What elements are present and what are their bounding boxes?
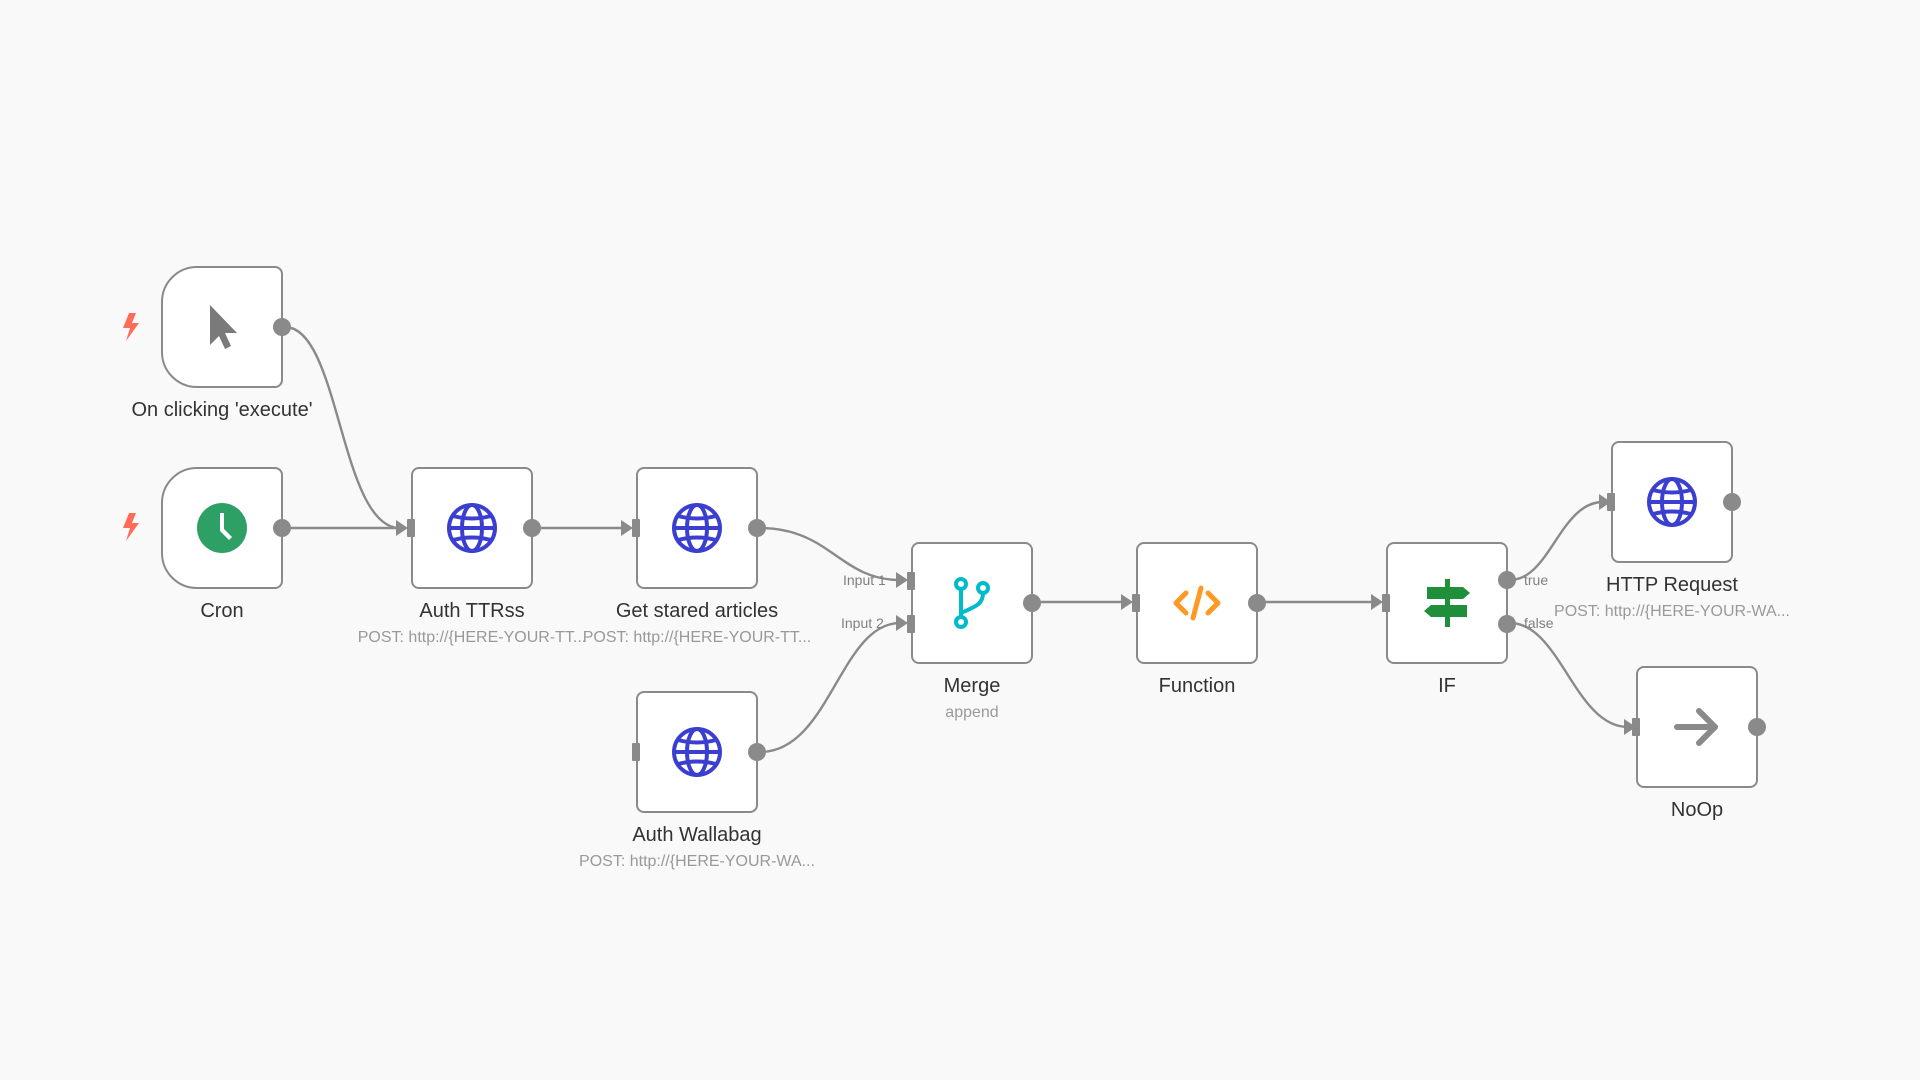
node-title-http-request: HTTP Request <box>1606 574 1738 596</box>
output-handle[interactable] <box>1723 493 1741 511</box>
node-title-get-stared: Get stared articles <box>615 600 779 622</box>
signpost-icon <box>1419 575 1475 631</box>
input-handle[interactable] <box>407 519 415 537</box>
node-get-stared-articles[interactable] <box>632 467 766 589</box>
code-icon <box>1169 575 1225 631</box>
node-title-merge: Merge <box>943 675 1001 697</box>
arrowhead-merge-input2 <box>896 615 908 631</box>
node-http-request[interactable] <box>1607 441 1741 563</box>
arrowhead-function <box>1121 594 1133 610</box>
node-auth-ttrss[interactable] <box>407 467 541 589</box>
arrow-right-icon <box>1669 699 1725 755</box>
node-title-auth-ttrss: Auth TTRss <box>419 600 525 622</box>
output-handle[interactable] <box>1748 718 1766 736</box>
input1-handle[interactable] <box>907 572 915 590</box>
node-merge[interactable] <box>907 542 1041 664</box>
node-subtitle-get-stared: POST: http://{HERE-YOUR-TT... <box>582 629 812 646</box>
output-handle[interactable] <box>273 318 291 336</box>
input-handle[interactable] <box>1607 493 1615 511</box>
node-cron[interactable] <box>161 467 291 589</box>
output-false-handle[interactable] <box>1498 615 1516 633</box>
globe-icon <box>669 724 725 780</box>
if-true-label: true <box>1524 572 1549 588</box>
node-title-function: Function <box>1158 675 1236 697</box>
output-handle[interactable] <box>273 519 291 537</box>
trigger-bolt-icon <box>120 312 142 342</box>
node-noop[interactable] <box>1632 666 1766 788</box>
node-subtitle-auth-wallabag: POST: http://{HERE-YOUR-WA... <box>579 853 815 870</box>
merge-input1-label: Input 1 <box>843 572 886 588</box>
output-handle[interactable] <box>1248 594 1266 612</box>
arrowhead-if <box>1371 594 1383 610</box>
arrowhead-noop <box>1624 719 1636 735</box>
connection-get-stared-to-merge-input1[interactable] <box>759 526 901 582</box>
connection-manual-to-auth-ttrss[interactable] <box>284 325 401 530</box>
output-handle[interactable] <box>748 743 766 761</box>
cursor-arrow-icon <box>194 299 250 355</box>
trigger-bolt-icon <box>120 512 142 542</box>
connection-if-false-to-noop[interactable] <box>1509 621 1629 729</box>
node-manual-trigger[interactable] <box>161 266 291 388</box>
connection-if-true-to-http-request[interactable] <box>1509 500 1604 582</box>
node-title-auth-wallabag: Auth Wallabag <box>632 824 762 846</box>
input-handle[interactable] <box>632 519 640 537</box>
arrowhead-get-stared <box>621 520 633 536</box>
globe-icon <box>1644 474 1700 530</box>
node-title-cron: Cron <box>200 600 244 622</box>
node-title-noop: NoOp <box>1670 799 1724 821</box>
node-subtitle-merge: append <box>945 704 999 721</box>
clock-icon <box>194 500 250 556</box>
input-handle[interactable] <box>1132 594 1140 612</box>
input-handle[interactable] <box>1382 594 1390 612</box>
input-handle[interactable] <box>1632 718 1640 736</box>
input-handle[interactable] <box>632 743 640 761</box>
connection-auth-wallabag-to-merge-input2[interactable] <box>759 621 901 754</box>
globe-icon <box>669 500 725 556</box>
node-title-if: IF <box>1438 675 1456 697</box>
output-handle[interactable] <box>748 519 766 537</box>
merge-branch-icon <box>944 575 1000 631</box>
output-true-handle[interactable] <box>1498 571 1516 589</box>
globe-icon <box>444 500 500 556</box>
node-if[interactable] <box>1382 542 1516 664</box>
input2-handle[interactable] <box>907 615 915 633</box>
arrowhead-auth-ttrss <box>396 520 408 536</box>
arrowhead-merge-input1 <box>896 572 908 588</box>
node-function[interactable] <box>1132 542 1266 664</box>
if-false-label: false <box>1524 615 1554 631</box>
node-subtitle-http-request: POST: http://{HERE-YOUR-WA... <box>1554 603 1790 620</box>
node-title-manual-trigger: On clicking 'execute' <box>131 399 313 421</box>
merge-input2-label: Input 2 <box>841 615 884 631</box>
output-handle[interactable] <box>1023 594 1041 612</box>
node-auth-wallabag[interactable] <box>632 691 766 813</box>
output-handle[interactable] <box>523 519 541 537</box>
node-subtitle-auth-ttrss: POST: http://{HERE-YOUR-TT... <box>357 629 587 646</box>
arrowhead-http-request <box>1599 494 1611 510</box>
